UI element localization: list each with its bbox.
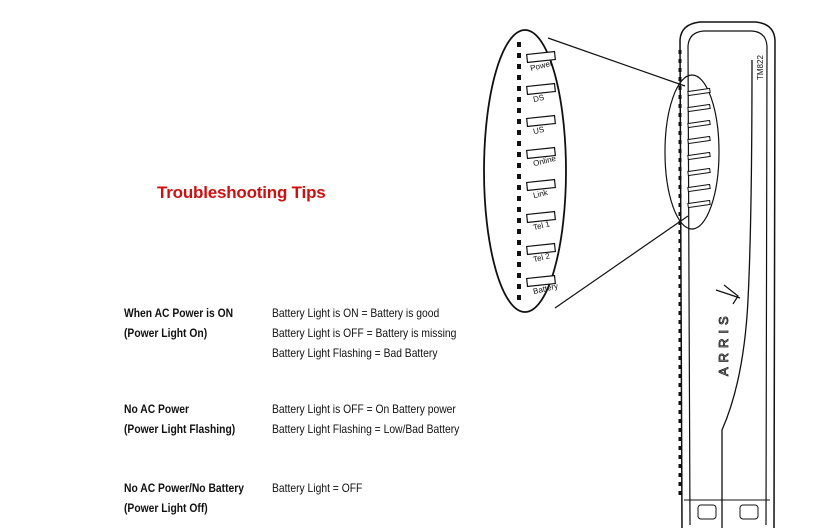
small-led	[687, 167, 711, 177]
condition-ac-on: When AC Power is ON (Power Light On)	[124, 303, 233, 343]
led-label: Link	[532, 188, 549, 201]
condition-line: (Power Light Off)	[124, 501, 208, 515]
zoom-connector-lines	[547, 37, 689, 309]
led-label: Tel 1	[532, 219, 551, 232]
led-indicator	[525, 242, 557, 256]
led-indicator	[525, 82, 557, 96]
led-label: DS	[532, 93, 545, 104]
led-indicator	[525, 210, 557, 224]
led-label: Tel 2	[532, 251, 551, 264]
small-led	[687, 183, 711, 193]
condition-line: (Power Light Flashing)	[124, 422, 236, 436]
result-line: Battery Light Flashing = Bad Battery	[272, 346, 438, 360]
result-line: Battery Light = OFF	[272, 481, 363, 495]
model-label: TM822	[756, 55, 765, 80]
led-indicator	[525, 178, 557, 192]
condition-line: (Power Light On)	[124, 326, 208, 340]
results-ac-on: Battery Light is ON = Battery is good Ba…	[272, 303, 456, 363]
led-indicator	[525, 50, 557, 64]
condition-line: When AC Power is ON	[124, 306, 234, 320]
small-led-indicators	[687, 87, 711, 209]
brand-label: ARRIS	[716, 311, 731, 376]
led-panel-small	[664, 74, 720, 230]
small-led	[687, 199, 711, 209]
small-led	[687, 103, 711, 113]
results-no-ac-no-battery: Battery Light = OFF	[272, 478, 362, 498]
troubleshooting-title: Troubleshooting Tips	[157, 183, 326, 202]
condition-no-ac-no-battery: No AC Power/No Battery (Power Light Off)	[124, 478, 244, 518]
result-line: Battery Light is OFF = Battery is missin…	[272, 326, 457, 340]
led-panel-zoom	[483, 29, 567, 313]
modem-body	[678, 21, 776, 528]
condition-line: No AC Power/No Battery	[124, 481, 245, 495]
led-indicator	[525, 114, 557, 128]
led-indicator	[525, 274, 557, 288]
small-led	[687, 119, 711, 129]
result-line: Battery Light Flashing = Low/Bad Battery	[272, 422, 460, 436]
results-no-ac: Battery Light is OFF = On Battery power …	[272, 399, 459, 439]
result-line: Battery Light is ON = Battery is good	[272, 306, 440, 320]
arris-logo-icon	[715, 284, 741, 305]
small-led	[687, 135, 711, 145]
small-led	[687, 87, 711, 97]
small-led	[687, 151, 711, 161]
condition-line: No AC Power	[124, 402, 189, 416]
condition-no-ac: No AC Power (Power Light Flashing)	[124, 399, 235, 439]
result-line: Battery Light is OFF = On Battery power	[272, 402, 456, 416]
led-indicator	[525, 146, 557, 160]
led-label: US	[532, 125, 545, 136]
